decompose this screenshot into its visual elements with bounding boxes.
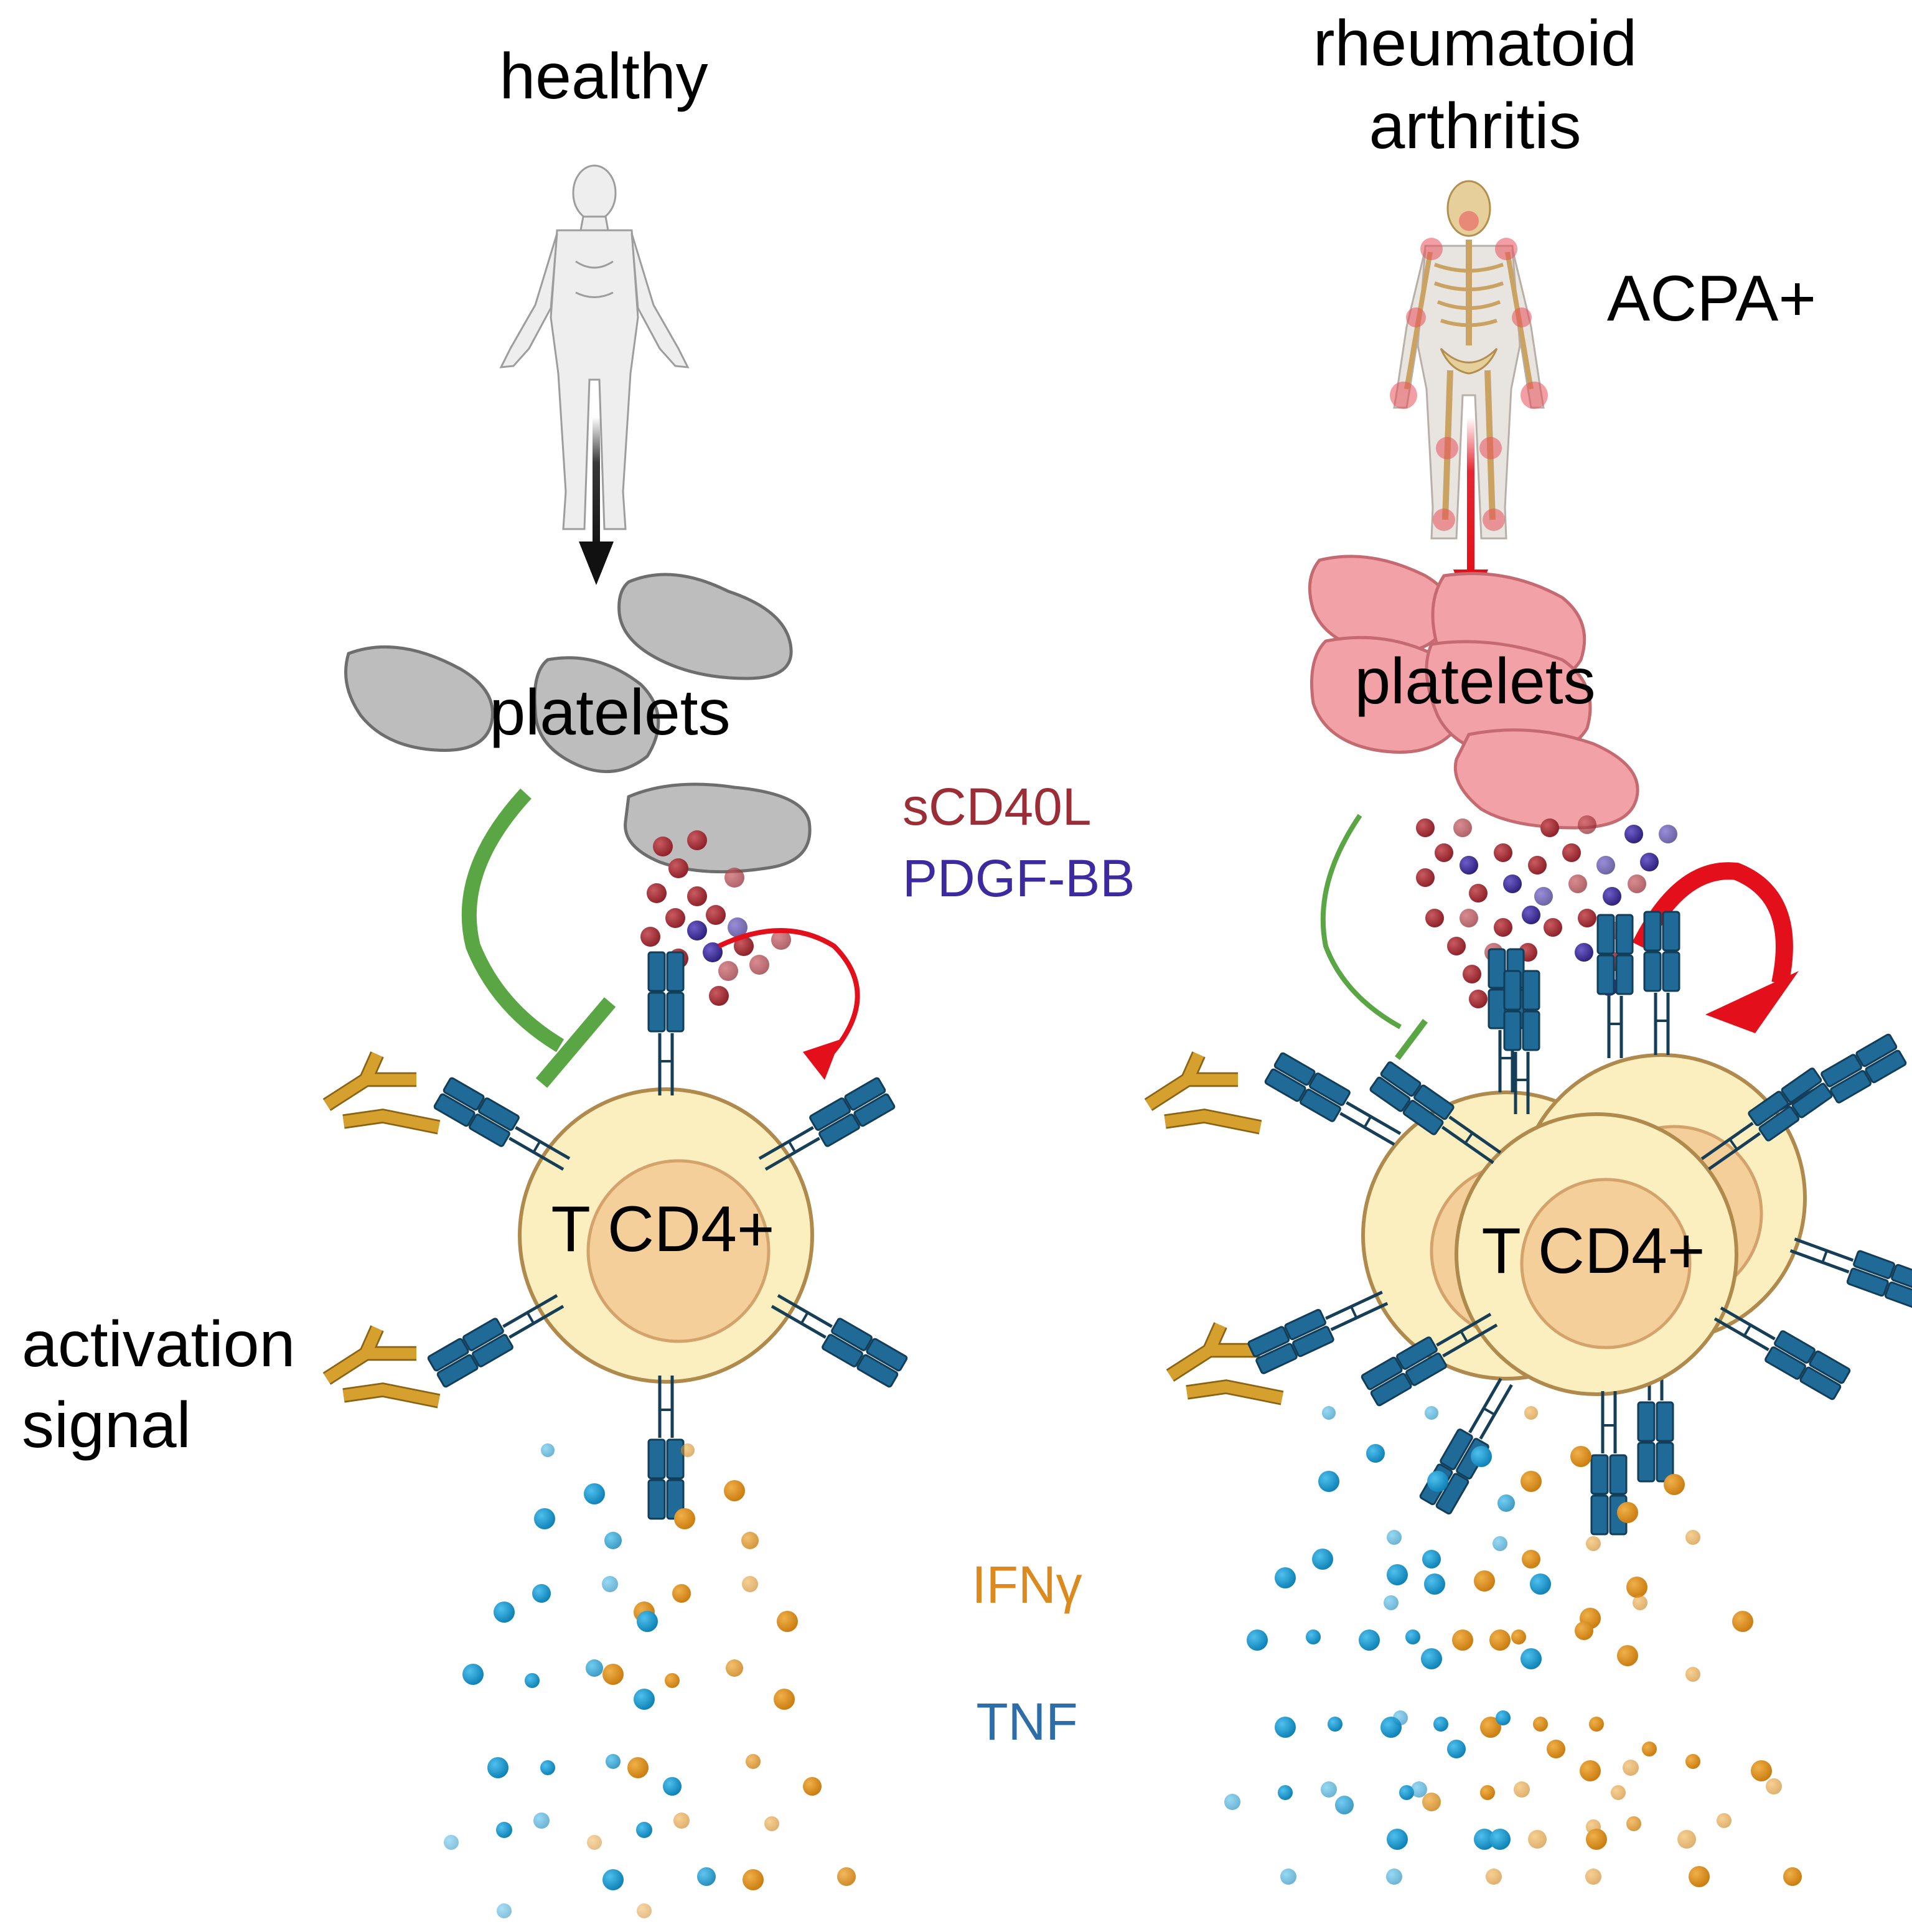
- activation-label-line1: activation: [22, 1308, 295, 1381]
- healthy-inhibition-bar: [535, 997, 616, 1088]
- ra-receptor-icon: [1420, 1373, 1521, 1514]
- healthy-cell-label: T CD4+: [551, 1193, 774, 1265]
- healthy-inhibition-arc: [461, 788, 565, 1053]
- skeleton-inflamed-joints-icon: [1390, 180, 1548, 540]
- ra-cell-label: T CD4+: [1481, 1215, 1705, 1287]
- ra-mediator-particles: [1416, 815, 1677, 1008]
- activation-label-line2: signal: [22, 1389, 191, 1461]
- ra-platelets-label: platelets: [1354, 645, 1595, 718]
- ra-receptor-icon: [1786, 1229, 1912, 1310]
- healthy-mediator-particles: [640, 830, 791, 1006]
- healthy-title: healthy: [499, 40, 708, 113]
- ra-platelet-cluster: [1308, 555, 1639, 830]
- ra-inhibition-arc: [1320, 814, 1402, 1029]
- ra-to-platelet-arrow-shaft: [1467, 417, 1474, 573]
- ra-stimulation-arrow: [1632, 862, 1793, 985]
- healthy-receptor-bottom-icon: [649, 1376, 683, 1519]
- ra-antibody-upper-icon: [1148, 1054, 1260, 1127]
- healthy-antibody-upper-icon: [327, 1054, 439, 1127]
- healthy-to-platelet-arrow-shaft: [593, 417, 600, 548]
- ra-title-line1: rheumatoid: [1313, 7, 1637, 80]
- pdgf-bb-label: PDGF-BB: [902, 849, 1135, 907]
- healthy-arrow-head-icon: [579, 542, 614, 585]
- ra-inhibition-bar: [1395, 1019, 1428, 1060]
- ra-stimulation-arrow-head-icon: [1705, 971, 1799, 1033]
- healthy-receptor-top-icon: [649, 952, 683, 1095]
- ra-receptor-icon: [1644, 912, 1679, 1055]
- ra-receptor-icon: [1248, 1282, 1392, 1374]
- healthy-platelets-label: platelets: [489, 677, 730, 749]
- ifng-label: IFNγ: [972, 1555, 1082, 1614]
- healthy-receptor-lower-left-icon: [428, 1286, 569, 1387]
- healthy-receptor-lower-right-icon: [766, 1286, 907, 1387]
- healthy-receptor-upper-right-icon: [754, 1077, 895, 1179]
- healthy-antibody-lower-icon: [327, 1328, 439, 1401]
- tnf-label: TNF: [976, 1692, 1077, 1751]
- acpa-label: ACPA+: [1607, 263, 1816, 335]
- healthy-receptor-upper-left-icon: [434, 1077, 575, 1179]
- healthy-cytokine-particles: [444, 1443, 856, 1918]
- ra-t-cell-front: [1455, 1112, 1738, 1396]
- human-body-icon: [499, 164, 690, 530]
- scd40l-label: sCD40L: [902, 777, 1091, 836]
- ra-receptor-icon: [1709, 1298, 1850, 1400]
- ra-cytokine-particles: [1224, 1406, 1802, 1887]
- ra-title-line2: arthritis: [1369, 90, 1582, 162]
- healthy-stimulation-arrow-head-icon: [803, 1039, 840, 1080]
- healthy-t-cell: [518, 1087, 814, 1384]
- healthy-stimulation-arrow: [718, 928, 860, 1060]
